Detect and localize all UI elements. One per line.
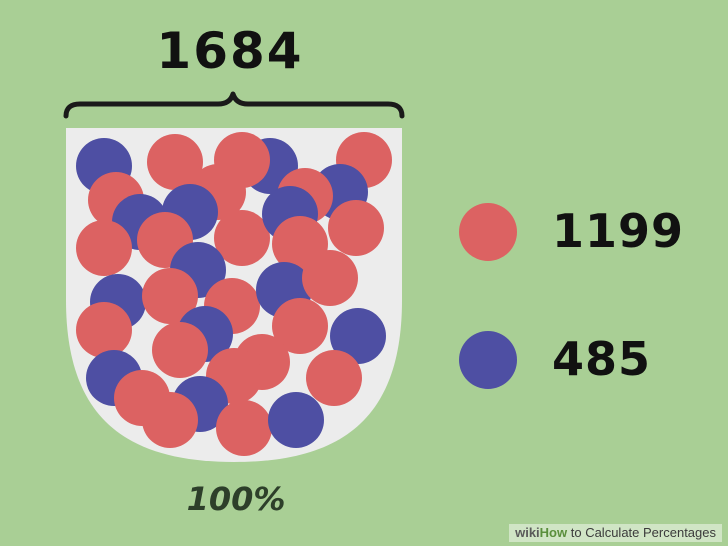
red-marble xyxy=(328,200,384,256)
red-marble xyxy=(302,250,358,306)
percent-label: 100% xyxy=(186,480,286,518)
blue-marble xyxy=(268,392,324,448)
watermark-title: to Calculate Percentages xyxy=(567,525,716,540)
watermark-brand: wiki xyxy=(515,525,540,540)
red-marble xyxy=(142,392,198,448)
red-marble xyxy=(147,134,203,190)
red-marble xyxy=(142,268,198,324)
blue-count: 485 xyxy=(552,332,652,386)
red-marble xyxy=(306,350,362,406)
red-marble xyxy=(216,400,272,456)
blue-legend-dot xyxy=(459,331,517,389)
red-marble xyxy=(214,210,270,266)
red-marble xyxy=(76,220,132,276)
marbles xyxy=(76,132,392,456)
red-count: 1199 xyxy=(552,204,685,258)
watermark: wikiHow to Calculate Percentages xyxy=(509,524,722,542)
watermark-how: How xyxy=(539,525,568,540)
total-brace xyxy=(63,91,405,119)
total-count: 1684 xyxy=(156,22,304,80)
blue-marble xyxy=(330,308,386,364)
red-legend-dot xyxy=(459,203,517,261)
red-marble xyxy=(76,302,132,358)
red-marble xyxy=(152,322,208,378)
red-marble xyxy=(272,298,328,354)
